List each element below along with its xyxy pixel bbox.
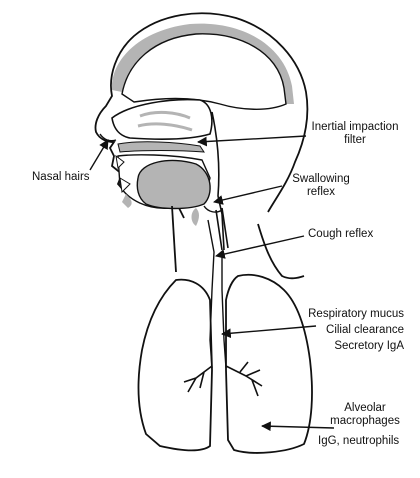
- label-alveolar-line2: macrophages: [330, 415, 400, 427]
- label-secretory-iga: Secretory IgA: [334, 340, 404, 352]
- upper-teeth: [115, 154, 125, 170]
- label-inertial-impaction: Inertial impaction filter: [296, 121, 414, 147]
- esophagus-line-2: [221, 207, 229, 249]
- nasal-cavity: [111, 98, 213, 140]
- epiglottis: [191, 208, 199, 226]
- label-inertial-line1: Inertial impaction: [311, 121, 399, 133]
- chin-gray: [122, 194, 132, 208]
- head-outline: [94, 12, 309, 219]
- label-alveolar-macrophages: Alveolar macrophages: [320, 402, 410, 428]
- skull-band: [111, 23, 294, 105]
- label-igg-neutrophils: IgG, neutrophils: [318, 435, 400, 447]
- label-cough-reflex: Cough reflex: [308, 228, 374, 240]
- label-swallowing-line1: Swallowing: [292, 173, 350, 185]
- tongue: [136, 159, 211, 210]
- lung-right: [225, 273, 313, 454]
- label-respiratory-mucus: Respiratory mucus: [308, 308, 404, 320]
- label-inertial-line2: filter: [344, 134, 366, 146]
- label-cilial-clearance: Cilial clearance: [326, 324, 404, 336]
- hard-palate: [117, 141, 205, 153]
- arrow-nasal-hairs: [89, 139, 109, 171]
- arrow-swallowing: [213, 185, 283, 205]
- arrow-inertial-impaction: [197, 135, 307, 147]
- label-swallowing-reflex: Swallowing reflex: [278, 173, 364, 199]
- larynx-top: [203, 205, 223, 213]
- lung-left: [137, 278, 213, 452]
- esophagus-line-1: [215, 209, 223, 251]
- pharynx-back-wall: [211, 111, 225, 251]
- neck-back: [257, 223, 305, 280]
- nasal-turbinate-upper: [139, 110, 191, 120]
- neck-front: [171, 205, 177, 273]
- label-swallowing-line2: reflex: [306, 186, 336, 198]
- arrow-cilial-clearance: [221, 325, 317, 339]
- label-nasal-hairs: Nasal hairs: [32, 171, 90, 183]
- lower-teeth: [119, 177, 131, 194]
- bronchi-left: [183, 365, 213, 393]
- label-alveolar-line1: Alveolar: [344, 402, 386, 414]
- arrow-cough: [215, 235, 305, 259]
- nasal-turbinate-lower: [137, 122, 193, 132]
- bronchi-right: [225, 361, 263, 397]
- arrow-alveolar: [261, 421, 335, 432]
